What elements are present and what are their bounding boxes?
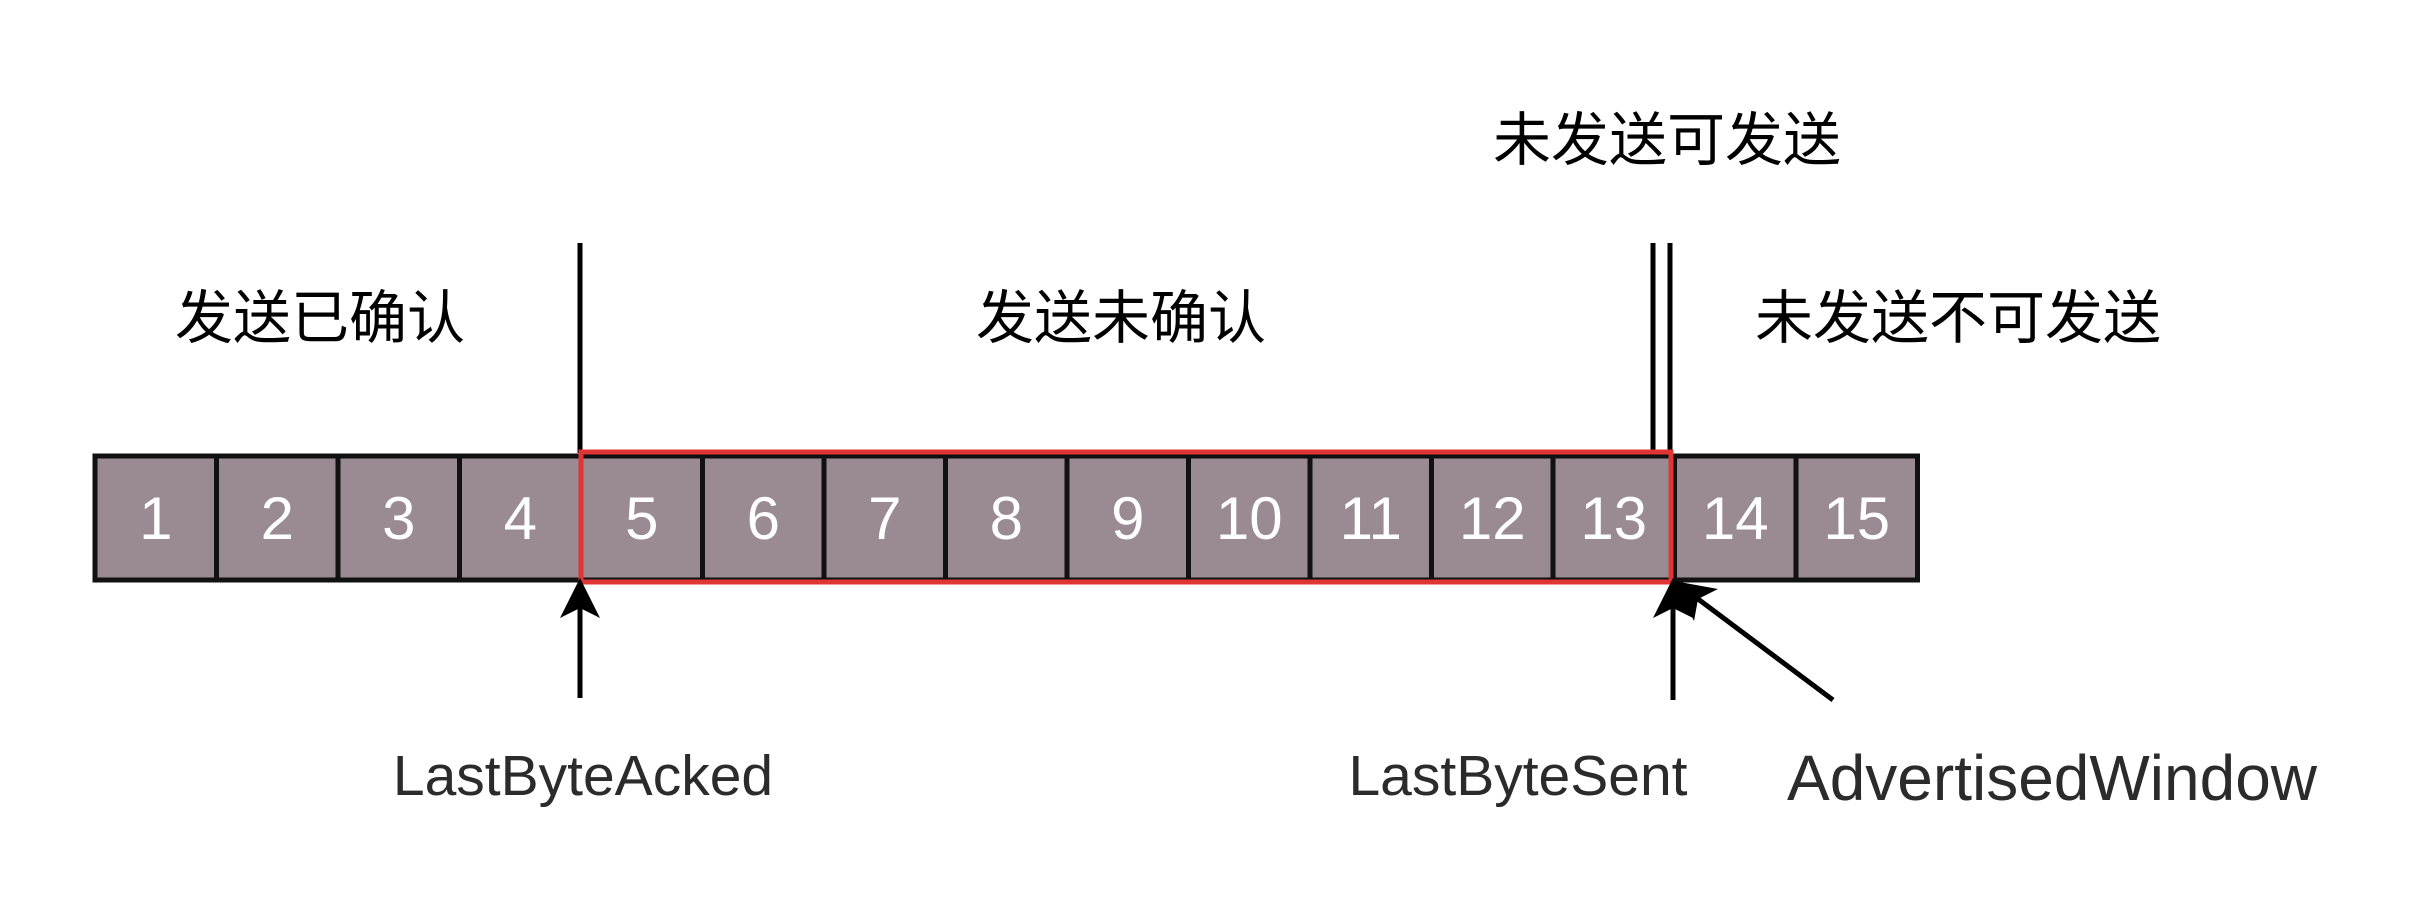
byte-cell-number: 6 (747, 485, 780, 552)
byte-cell (335, 453, 462, 583)
label-unsent-sendable: 未发送可发送 (1493, 106, 1841, 174)
byte-cell-number: 9 (1111, 485, 1144, 552)
byte-cell-number: 10 (1216, 485, 1283, 552)
byte-cell-number: 15 (1823, 485, 1890, 552)
byte-cell-number: 12 (1459, 485, 1526, 552)
byte-cell (1429, 453, 1556, 583)
label-advertised-window: AdvertisedWindow (1787, 742, 2318, 814)
byte-cell (943, 453, 1070, 583)
byte-cell (1793, 453, 1920, 583)
byte-cell-number: 3 (382, 485, 415, 552)
byte-cell (1186, 453, 1313, 583)
byte-cell-number: 5 (625, 485, 658, 552)
byte-cell-number: 1 (139, 485, 172, 552)
byte-cell-number: 4 (504, 485, 537, 552)
byte-cell-number: 7 (868, 485, 901, 552)
byte-cell (1550, 453, 1677, 583)
label-sent-unacked: 发送未确认 (976, 284, 1266, 352)
byte-cell-number: 14 (1702, 485, 1769, 552)
label-last-byte-sent: LastByteSent (1348, 744, 1687, 808)
byte-cell-number: 11 (1340, 485, 1402, 552)
byte-cell (214, 453, 341, 583)
byte-cell (92, 453, 219, 583)
label-sent-acked: 发送已确认 (175, 284, 465, 352)
byte-cell-number: 8 (990, 485, 1023, 552)
label-last-byte-acked: LastByteAcked (393, 744, 773, 808)
byte-cell-number: 13 (1580, 485, 1647, 552)
advertised-window-box (578, 449, 1674, 585)
byte-cell-number: 2 (261, 485, 294, 552)
byte-cell (457, 453, 584, 583)
byte-cell (1672, 453, 1799, 583)
label-unsent-unsendable: 未发送不可发送 (1755, 284, 2161, 352)
advertised-window-arrow (1673, 581, 1835, 703)
